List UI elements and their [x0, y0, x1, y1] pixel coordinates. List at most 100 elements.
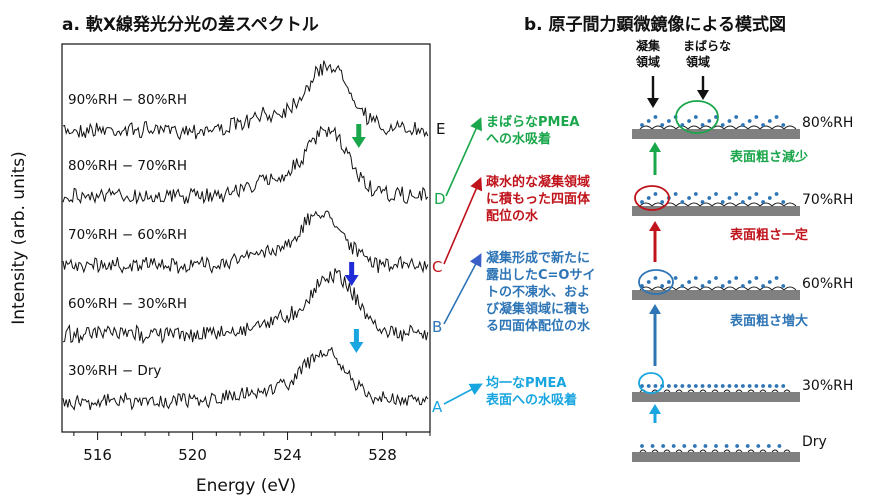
- aggregate-region-circle: [638, 269, 674, 295]
- annotation-text: 表面への水吸着: [485, 392, 577, 408]
- step-letter: A: [432, 398, 443, 416]
- water-molecule: [727, 384, 732, 388]
- region-pointer-head: [697, 90, 709, 100]
- annotation-text: まばらなPMEA: [486, 115, 579, 130]
- substrate: [632, 392, 800, 402]
- annotation-text: び凝集領域に積も: [486, 301, 590, 317]
- water-molecule: [653, 384, 658, 388]
- water-molecule: [777, 444, 782, 448]
- water-molecule: [724, 444, 729, 448]
- spectrum-label: 90%RH − 80%RH: [68, 92, 187, 108]
- x-axis-title: Energy (eV): [196, 476, 296, 496]
- water-molecule: [667, 384, 671, 388]
- water-molecule: [660, 200, 665, 204]
- spectrum-line: [62, 210, 429, 275]
- rh-label: 70%RH: [802, 192, 853, 208]
- water-molecule: [747, 280, 752, 284]
- water-molecule: [693, 384, 698, 388]
- water-molecule: [767, 119, 772, 123]
- water-molecule: [646, 280, 651, 284]
- water-molecule: [646, 196, 651, 200]
- water-molecule: [767, 384, 772, 388]
- spectrum-label: 80%RH − 70%RH: [68, 158, 187, 174]
- y-axis-title: Intensity (arb. units): [9, 151, 29, 324]
- marker-arrow-head: [349, 342, 364, 353]
- water-molecule: [667, 119, 671, 123]
- water-molecule: [700, 384, 705, 388]
- water-molecule: [781, 284, 786, 288]
- annotation-text: への水吸着: [486, 131, 551, 147]
- water-molecule: [754, 192, 759, 196]
- spectrum-line: [62, 60, 429, 141]
- roughness-label: 表面粗さ減少: [729, 149, 808, 165]
- water-molecule: [754, 384, 759, 388]
- substrate: [632, 129, 800, 139]
- water-molecule: [734, 115, 739, 119]
- water-molecule: [682, 444, 687, 448]
- water-molecule: [714, 384, 718, 388]
- water-molecule: [714, 276, 718, 280]
- water-molecule: [661, 444, 666, 448]
- water-molecule: [680, 384, 685, 388]
- sparse-region-circle: [675, 100, 719, 134]
- marker-arrow-head: [344, 275, 359, 286]
- annotation-arrow: [445, 117, 482, 197]
- water-molecule: [720, 123, 725, 127]
- water-molecule: [653, 115, 658, 119]
- water-molecule: [767, 196, 772, 200]
- water-molecule: [700, 200, 705, 204]
- annotation-arrow: [443, 253, 482, 325]
- water-molecule: [673, 384, 678, 388]
- water-molecule: [640, 123, 644, 127]
- water-molecule: [714, 192, 718, 196]
- water-molecule: [640, 384, 644, 388]
- marker-arrow-shaft: [353, 329, 359, 343]
- water-molecule: [727, 280, 732, 284]
- region-label: 領域: [685, 54, 710, 69]
- water-molecule: [660, 284, 665, 288]
- step-letter: B: [432, 318, 442, 336]
- polymer-chain: [639, 389, 791, 393]
- water-molecule: [747, 196, 752, 200]
- water-molecule: [734, 276, 739, 280]
- marker-arrow-shaft: [349, 262, 355, 276]
- water-molecule: [720, 384, 725, 388]
- water-molecule: [673, 276, 678, 280]
- water-molecule: [707, 280, 712, 284]
- water-molecule: [766, 444, 771, 448]
- water-molecule: [667, 280, 671, 284]
- region-label: 領域: [635, 54, 660, 69]
- spectrum-label: 60%RH − 30%RH: [68, 296, 187, 312]
- water-molecule: [687, 384, 691, 388]
- water-molecule: [707, 119, 712, 123]
- water-molecule: [693, 192, 698, 196]
- aggregate-region-circle: [634, 185, 670, 211]
- water-molecule: [714, 115, 718, 119]
- panel-a-title: a. 軟X線発光分光の差スペクトル: [62, 15, 319, 35]
- water-molecule: [747, 384, 752, 388]
- substrate: [632, 206, 800, 216]
- transition-arrow-head: [649, 304, 661, 314]
- transition-arrow-head: [649, 142, 661, 152]
- step-letter: C: [432, 258, 442, 276]
- water-molecule: [720, 284, 725, 288]
- water-molecule: [761, 200, 765, 204]
- region-pointer-head: [647, 98, 659, 108]
- x-tick-label: 524: [273, 446, 302, 464]
- water-molecule: [720, 200, 725, 204]
- rh-label: 60%RH: [802, 276, 853, 292]
- water-molecule: [680, 123, 685, 127]
- spectrum-line: [62, 125, 429, 205]
- uniform-region-circle: [638, 372, 664, 394]
- water-molecule: [687, 196, 691, 200]
- water-molecule: [774, 115, 779, 119]
- x-tick-label: 528: [368, 446, 397, 464]
- water-molecule: [687, 119, 691, 123]
- substrate: [632, 290, 800, 300]
- transition-arrow-head: [649, 221, 661, 231]
- water-molecule: [741, 284, 745, 288]
- annotation-text: る四面体配位の水: [486, 318, 591, 334]
- polymer-chain: [639, 449, 791, 453]
- x-tick-label: 520: [178, 446, 207, 464]
